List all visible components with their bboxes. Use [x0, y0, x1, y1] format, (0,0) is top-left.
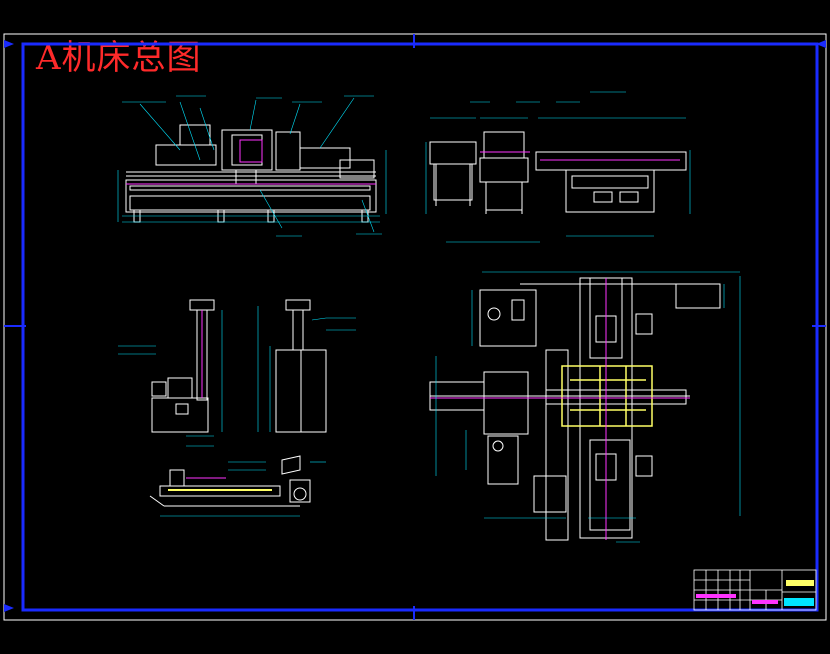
- sheet-border-inner: [21, 42, 819, 612]
- sheet-border-outer: [3, 33, 827, 621]
- front-view: [125, 124, 377, 223]
- plan-view: [429, 277, 721, 541]
- side-view-highlights: [480, 151, 680, 161]
- front-view-highlights: [126, 139, 376, 185]
- conveyor-dims: [160, 461, 326, 517]
- plan-view-highlight: [561, 365, 653, 427]
- center-marks: [4, 34, 826, 620]
- stand-view-2: [275, 299, 327, 433]
- plan-view-dims: [435, 271, 741, 543]
- corner-marks: [4, 40, 826, 612]
- stand-view-1: [151, 299, 215, 433]
- conveyor-view: [149, 455, 311, 507]
- plan-view-accent: [430, 278, 690, 540]
- stand-dims: [118, 306, 356, 447]
- title-block-fills: [696, 580, 814, 606]
- front-view-dims: [117, 95, 387, 237]
- side-view: [429, 131, 687, 214]
- side-view-dims: [425, 91, 691, 243]
- conveyor-highlight: [168, 477, 272, 491]
